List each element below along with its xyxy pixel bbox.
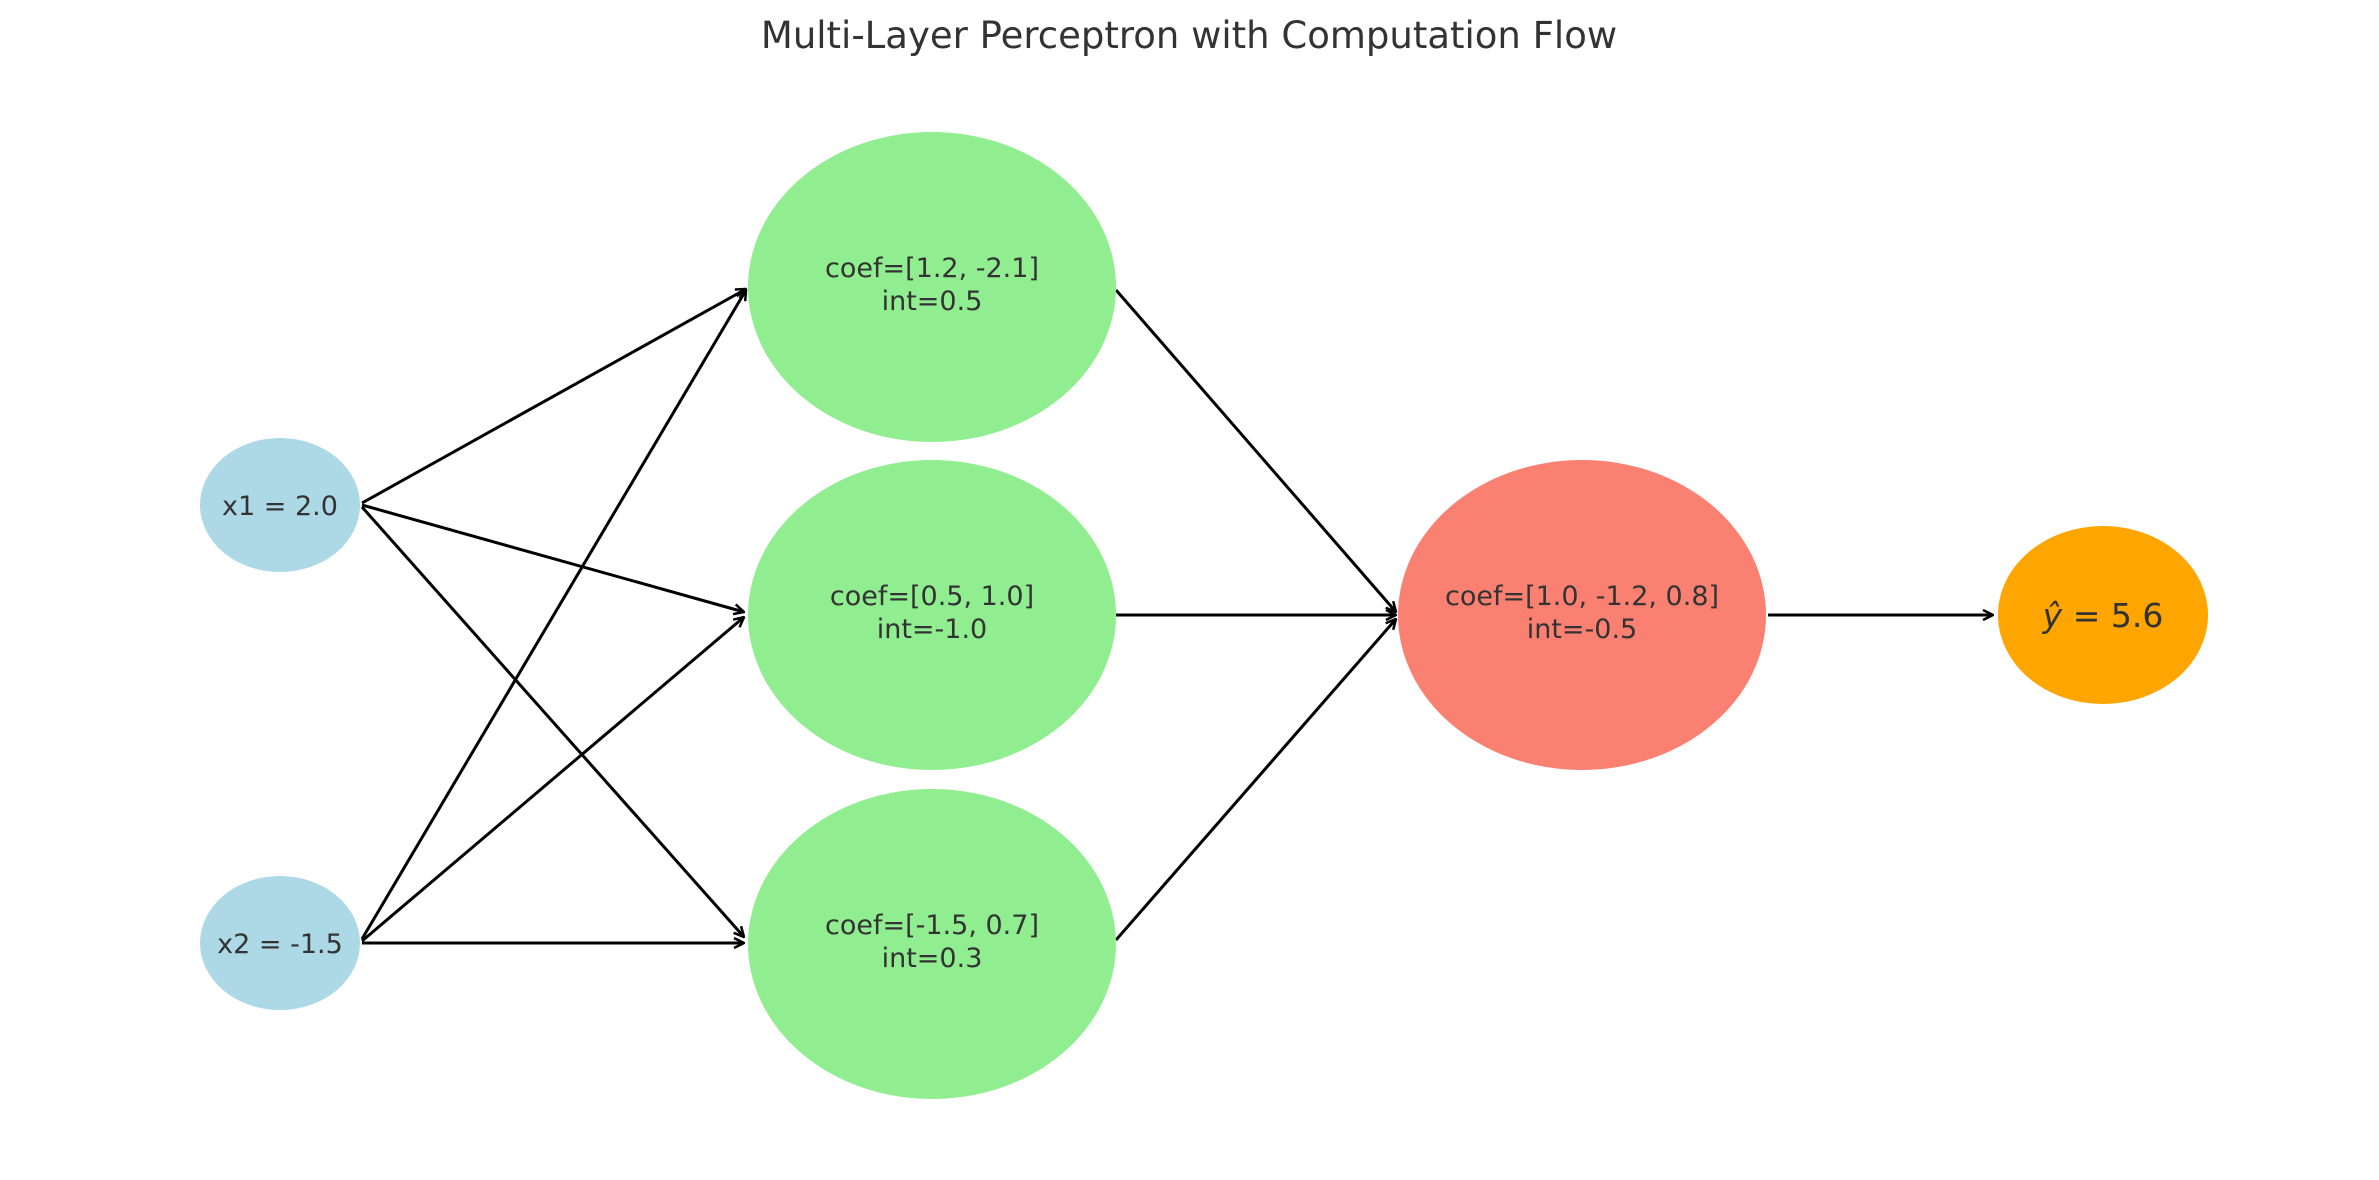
hidden-node-1: coef=[1.2, -2.1] int=0.5 — [748, 132, 1116, 442]
input-node-x2-shape — [200, 876, 360, 1010]
input-node-x1-label: x1 = 2.0 — [222, 491, 338, 522]
input-node-x2-label: x2 = -1.5 — [217, 929, 343, 960]
input-node-x1-shape — [200, 438, 360, 572]
output-layer-int: int=-0.5 — [1527, 614, 1638, 645]
output-layer-node-shape — [1398, 460, 1766, 770]
prediction-value: = 5.6 — [2062, 596, 2163, 635]
hidden-node-1-int: int=0.5 — [882, 286, 983, 317]
hidden-output-edges — [1114, 289, 1396, 941]
edge-x2-h2 — [361, 617, 744, 943]
edge-x1-h3 — [360, 506, 744, 937]
prediction-label: ŷ = 5.6 — [2042, 596, 2164, 635]
hidden-node-3-int: int=0.3 — [882, 943, 983, 974]
diagram-title: Multi-Layer Perceptron with Computation … — [761, 14, 1617, 57]
output-layer-node: coef=[1.0, -1.2, 0.8] int=-0.5 — [1398, 460, 1766, 770]
hidden-node-1-shape — [748, 132, 1116, 442]
hidden-node-2-coef: coef=[0.5, 1.0] — [830, 581, 1034, 612]
hidden-node-1-coef: coef=[1.2, -2.1] — [825, 253, 1039, 284]
edge-x1-h2 — [361, 503, 744, 612]
hidden-node-2-int: int=-1.0 — [877, 614, 988, 645]
hidden-node-3-shape — [748, 789, 1116, 1099]
prediction-node-shape — [1998, 526, 2208, 704]
input-node-x1: x1 = 2.0 — [200, 438, 360, 572]
input-node-x2: x2 = -1.5 — [200, 876, 360, 1010]
edge-h1-out — [1114, 289, 1396, 612]
hidden-node-2-shape — [748, 460, 1116, 770]
output-layer-coef: coef=[1.0, -1.2, 0.8] — [1445, 581, 1719, 612]
prediction-node: ŷ = 5.6 — [1998, 526, 2208, 704]
input-hidden-edges — [360, 289, 746, 943]
hidden-node-2: coef=[0.5, 1.0] int=-1.0 — [748, 460, 1116, 770]
edge-x1-h1 — [361, 289, 746, 505]
edge-h3-out — [1114, 619, 1396, 941]
hidden-node-3: coef=[-1.5, 0.7] int=0.3 — [748, 789, 1116, 1099]
hidden-node-3-coef: coef=[-1.5, 0.7] — [825, 910, 1039, 941]
prediction-symbol: ŷ — [2042, 596, 2063, 635]
edge-x2-h1 — [360, 290, 746, 940]
